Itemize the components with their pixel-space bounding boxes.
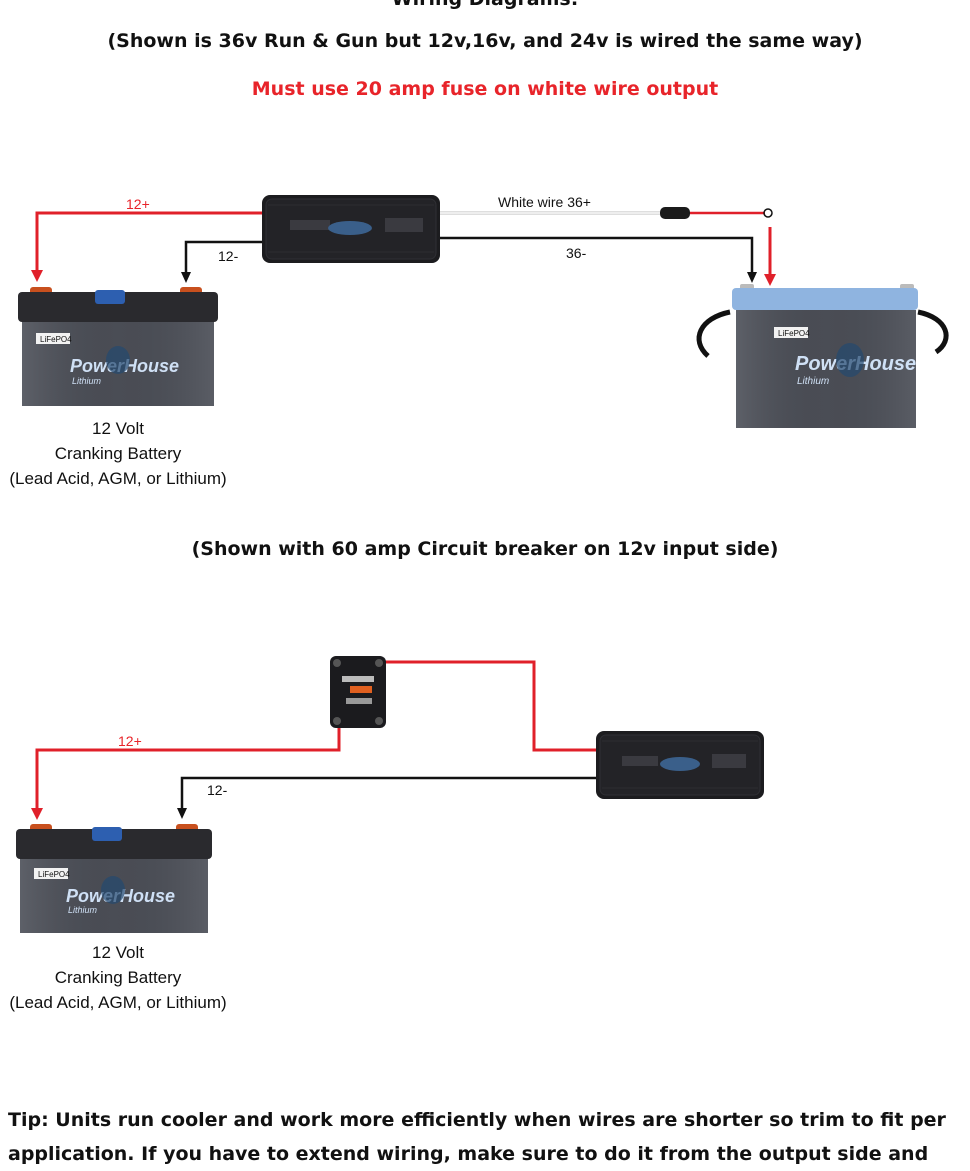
tip-text: Tip: Units run cooler and work more effi… [8, 1109, 946, 1165]
wire-36-negative [440, 236, 754, 276]
fuse-warning: Must use 20 amp fuse on white wire outpu… [251, 78, 719, 100]
wire-arrow-12-positive [31, 270, 43, 282]
battery-12v-1-caption: 12 Volt Cranking Battery (Lead Acid, AGM… [0, 416, 236, 491]
section2-title: (Shown with 60 amp Circuit breaker on 12… [191, 538, 779, 560]
battery-12v-2-line1: 12 Volt [92, 943, 144, 962]
battery-36v: LiFePO4 PowerHouse Lithium [696, 284, 949, 428]
battery-12v-1-line2: Cranking Battery [54, 444, 182, 463]
wire-12-negative [184, 240, 262, 276]
battery-12v-2-brand-sub: Lithium [68, 905, 98, 915]
inline-fuse [660, 207, 690, 219]
battery-12v-2-chem: LiFePO4 [38, 870, 70, 879]
battery-36v-chem: LiFePO4 [778, 329, 810, 338]
battery-12v-2-line3: (Lead Acid, AGM, or Lithium) [9, 993, 227, 1012]
battery-12v-2-line2: Cranking Battery [54, 968, 182, 987]
wiring-diagram-1: LiFePO4 PowerHouse Lithium LiFePO4 Power… [16, 195, 949, 933]
wire-arrow-36-positive [764, 274, 776, 286]
battery-12v-1-line1: 12 Volt [92, 419, 144, 438]
battery-12v-1-brand-sub: Lithium [72, 376, 102, 386]
charger-unit-1 [262, 195, 440, 263]
wire-12-positive-2 [35, 725, 341, 812]
battery-12v-1-line3: (Lead Acid, AGM, or Lithium) [9, 469, 227, 488]
charger-unit-2 [596, 731, 764, 799]
battery-36v-brand-sub: Lithium [797, 376, 829, 387]
wire-12-positive [35, 211, 262, 274]
wire-arrow-12-negative-2 [177, 808, 187, 819]
label-36-negative: 36- [566, 245, 587, 261]
battery-12v-1: LiFePO4 PowerHouse Lithium [18, 287, 218, 406]
battery-12v-2: LiFePO4 PowerHouse Lithium [16, 824, 212, 933]
wire-12-negative-2 [180, 776, 596, 812]
wire-arrow-36-negative [747, 272, 757, 283]
circuit-breaker [330, 656, 386, 728]
label-12-positive: 12+ [126, 196, 150, 212]
label-12-negative-2: 12- [207, 782, 228, 798]
diagram-subtitle: (Shown is 36v Run & Gun but 12v,16v, and… [107, 30, 863, 52]
label-12-positive-2: 12+ [118, 733, 142, 749]
label-12-negative: 12- [218, 248, 239, 264]
wire-arrow-12-negative [181, 272, 191, 283]
label-white-wire: White wire 36+ [498, 194, 591, 210]
battery-12v-2-caption: 12 Volt Cranking Battery (Lead Acid, AGM… [0, 940, 236, 1015]
wire-arrow-12-positive-2 [31, 808, 43, 820]
battery-12v-1-chem: LiFePO4 [40, 335, 72, 344]
diagram-heading: Wiring Diagrams: [0, 0, 970, 10]
wire-breaker-to-charger [382, 660, 596, 752]
ring-terminal [763, 208, 773, 218]
